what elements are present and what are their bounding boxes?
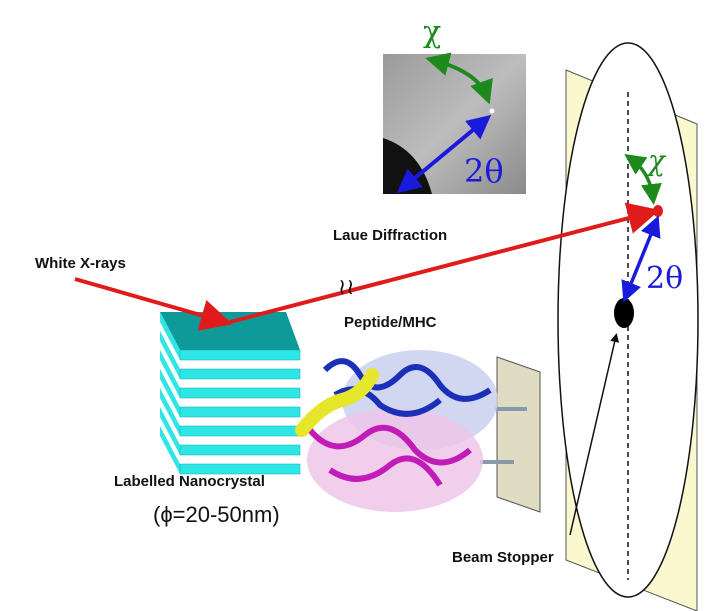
mhc-ribbon-magenta (307, 424, 472, 487)
incident-xray-beam (74, 277, 233, 331)
beam-stopper (614, 298, 634, 328)
crystal-layer (179, 349, 301, 361)
crystal-layer-side (160, 350, 180, 398)
two-theta-label-detector: 2θ (646, 261, 683, 296)
crystal-layer-side (160, 331, 180, 379)
crystal-layer (179, 387, 301, 399)
diffraction-spot (489, 108, 495, 114)
crystal-layer (179, 425, 301, 437)
axis-break-icon: ≀≀ (338, 275, 355, 300)
labelled-nanocrystal-label: Labelled Nanocrystal (114, 473, 265, 490)
nanocrystal (160, 312, 301, 475)
chi-label-inset: χ (423, 15, 441, 50)
crystal-layer (179, 463, 301, 475)
two-theta-arrow-inset (396, 114, 492, 194)
chi-arrow-inset (425, 52, 493, 105)
white-xrays-label: White X-rays (35, 255, 126, 272)
chi-arrow-detector (624, 153, 662, 205)
beam-stopper-pointer (569, 333, 620, 536)
two-theta-label-inset: 2θ (464, 152, 504, 190)
beam-stopper-label: Beam Stopper (452, 549, 554, 566)
crystal-layer-side (160, 407, 180, 455)
peptide-mhc-complex (295, 350, 498, 512)
nanocrystal-size-label: (ϕ=20-50nm) (153, 502, 280, 527)
mask-plate (480, 356, 541, 513)
laue-diffraction-label: Laue Diffraction (333, 227, 447, 244)
detector: 2θ χ (557, 42, 699, 611)
crystal-layer-side (160, 369, 180, 417)
crystal-layer-side (160, 312, 180, 360)
peptide-mhc-label: Peptide/MHC (344, 314, 437, 331)
crystal-layers (160, 312, 301, 475)
crystal-layer-side (160, 426, 180, 474)
crystal-layer (179, 368, 301, 380)
crystal-layer-side (160, 388, 180, 436)
crystal-layer (179, 406, 301, 418)
mask-plane (496, 356, 541, 513)
linker-rod-upper (495, 407, 527, 411)
chi-label-detector: χ (646, 144, 667, 177)
crystal-top-face (160, 312, 300, 350)
two-theta-arrow-detector (621, 215, 661, 303)
linker-rod-lower (480, 460, 514, 464)
peptide-strand (295, 368, 379, 437)
crystal-layer (179, 444, 301, 456)
diffraction-spot-detector (653, 205, 663, 217)
diffraction-image-inset: 2θ (383, 52, 526, 194)
diffracted-beam (229, 202, 660, 324)
